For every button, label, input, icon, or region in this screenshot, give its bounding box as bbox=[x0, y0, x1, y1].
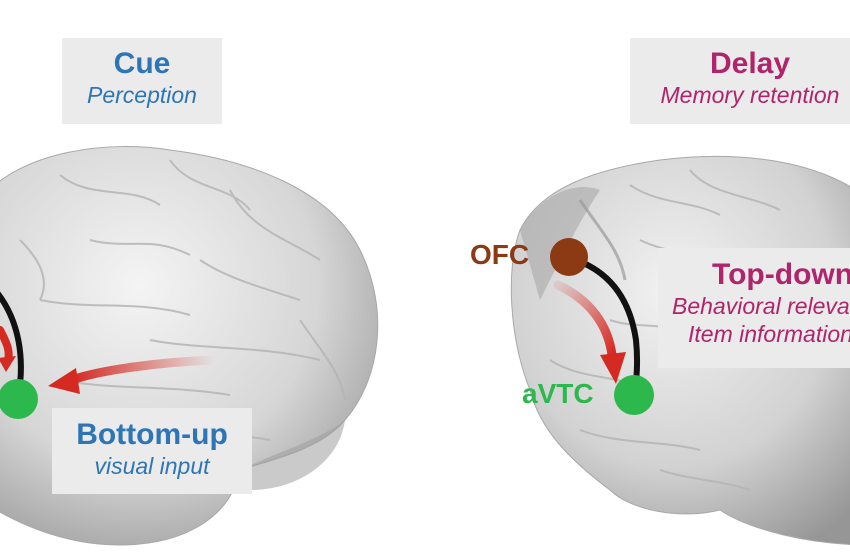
bottom-up-subtitle: visual input bbox=[94, 453, 210, 479]
top-down-arrowhead bbox=[600, 352, 626, 384]
bottom-up-arrow bbox=[67, 355, 220, 385]
cue-label-box: Cue Perception bbox=[62, 38, 222, 124]
delay-label-box: Delay Memory retention bbox=[630, 38, 850, 124]
top-down-arrow bbox=[553, 280, 617, 360]
top-down-line1: Behavioral relevance bbox=[672, 293, 850, 319]
bottom-up-title: Bottom-up bbox=[76, 418, 228, 451]
cue-title: Cue bbox=[113, 47, 171, 80]
cue-subtitle: Perception bbox=[87, 82, 197, 108]
avtc-label: aVTC bbox=[522, 378, 594, 409]
cue-panel: Cue Perception Bottom-up visual input bbox=[0, 0, 420, 560]
delay-title: Delay bbox=[709, 47, 791, 80]
ofc-label: OFC bbox=[470, 239, 530, 270]
avtc-node-left bbox=[0, 379, 38, 419]
delay-panel: OFC aVTC Delay Memory retention Top-down… bbox=[430, 0, 850, 560]
top-down-line2: Item information bbox=[688, 321, 850, 347]
bottom-up-arrowhead bbox=[48, 368, 80, 394]
top-down-title: Top-down bbox=[712, 258, 850, 291]
delay-subtitle: Memory retention bbox=[660, 82, 840, 108]
ofc-node bbox=[550, 238, 588, 276]
avtc-node bbox=[614, 375, 654, 415]
top-down-label-box: Top-down Behavioral relevance Item infor… bbox=[658, 248, 850, 368]
bottom-up-label-box: Bottom-up visual input bbox=[52, 408, 252, 494]
